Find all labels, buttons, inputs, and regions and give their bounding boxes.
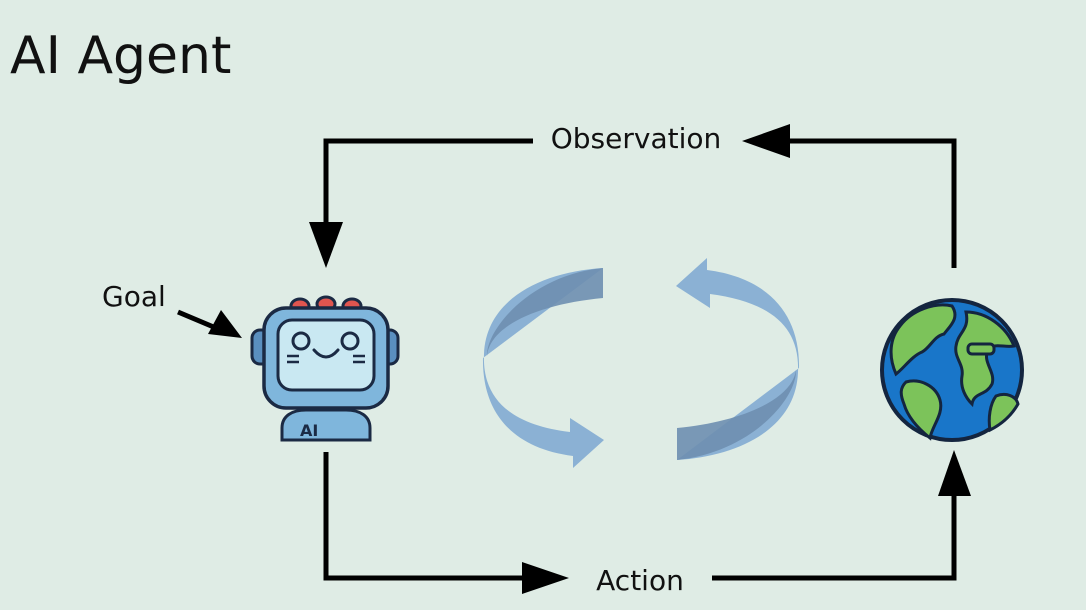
page-title: AI Agent	[10, 26, 232, 86]
observation-label: Observation	[551, 122, 722, 155]
action-arrowhead	[522, 562, 569, 594]
circular-arrows-icon	[482, 258, 800, 468]
robot-input-arrowhead	[309, 222, 343, 268]
goal-arrowhead	[208, 310, 242, 338]
observation-connector	[309, 124, 957, 268]
action-connector	[323, 450, 971, 594]
observation-arrowhead	[742, 124, 790, 158]
environment-input-arrowhead	[938, 450, 971, 496]
robot-chest-label: AI	[300, 421, 318, 440]
action-label: Action	[596, 564, 684, 597]
earth-globe-icon	[880, 298, 1024, 442]
goal-label: Goal	[102, 280, 166, 313]
robot-icon: AI	[250, 295, 400, 442]
